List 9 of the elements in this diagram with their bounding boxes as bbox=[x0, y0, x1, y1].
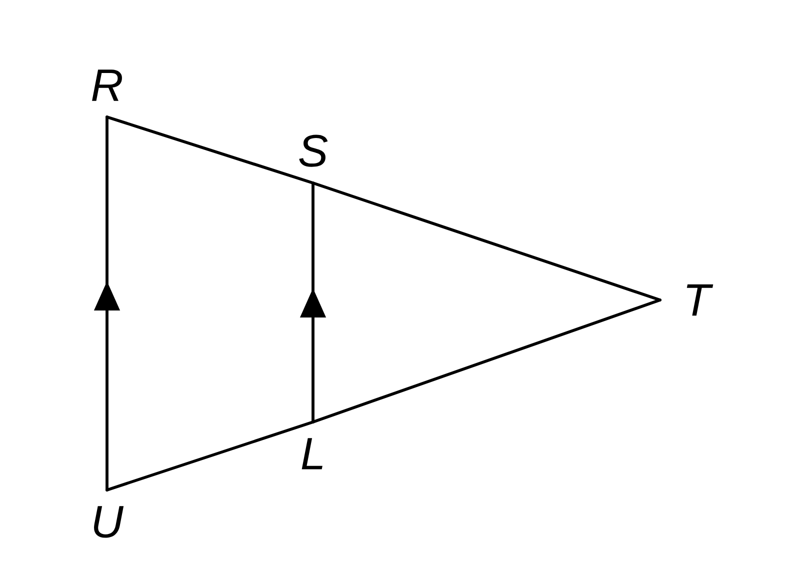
vertex-label: U bbox=[94, 506, 124, 538]
vertex-label: L bbox=[302, 438, 322, 470]
segment bbox=[312, 298, 662, 424]
segment bbox=[106, 420, 314, 492]
vertex-label: T bbox=[686, 284, 714, 316]
segment bbox=[106, 116, 314, 184]
vertex-label: R bbox=[92, 70, 122, 101]
vertex-label: S bbox=[299, 134, 328, 167]
segment bbox=[312, 182, 662, 302]
